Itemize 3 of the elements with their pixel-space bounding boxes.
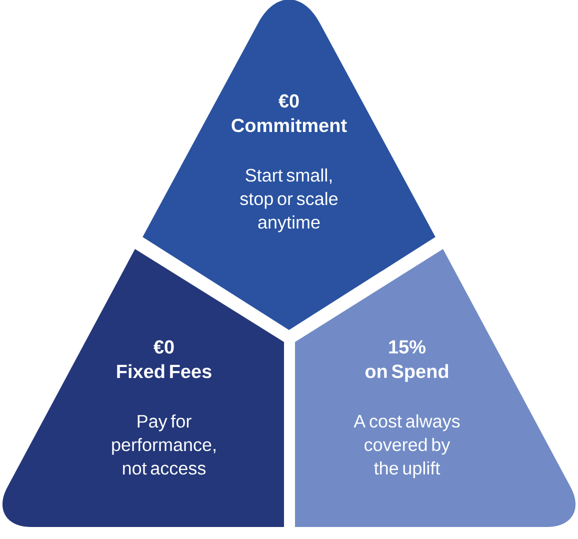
pyramid-segment: 15% on Spend A cost always covered by the uplift bbox=[295, 249, 576, 527]
pyramid-segment: €0 Fixed Fees Pay for performance, not access bbox=[2, 249, 284, 527]
pyramid-segment: €0 Commitment Start small, stop or scale anytime bbox=[142, 0, 436, 330]
